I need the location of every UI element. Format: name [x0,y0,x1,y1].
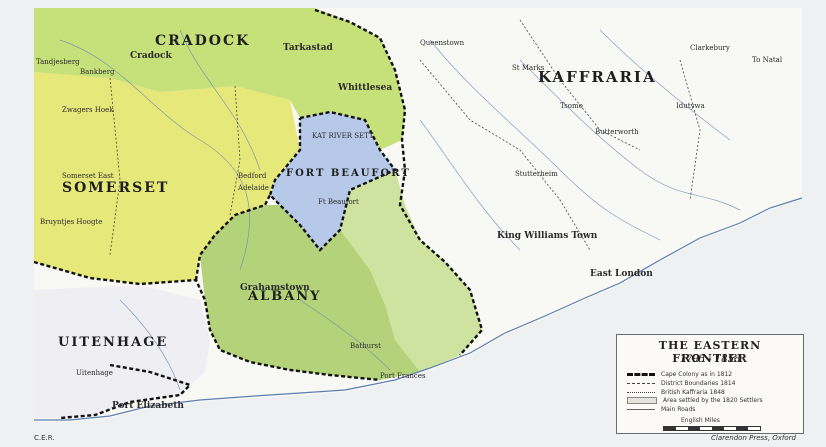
district-boundaries [109,19,701,256]
town-somerset-east: Somerset East [62,172,114,180]
legend-label: Area settled by the 1820 Settlers [663,397,763,404]
town-bedford: Bedford [238,172,267,180]
legend-label: Main Roads [661,406,696,413]
town-port-frances: Port Frances [380,372,426,380]
rivers [59,29,741,391]
town-queenstown: Queenstown [420,39,465,47]
town-cradock: Cradock [130,51,173,61]
town-king-williams-town: King Williams Town [497,231,598,241]
legend-label: British Kaffraria 1848 [661,389,725,396]
fort-beaufort-area [270,112,395,250]
region-label-uitenhage: UITENHAGE [58,335,168,350]
uitenhage-area [34,285,210,418]
settler-area [340,170,482,372]
town-bruyntjes-hoogte: Bruyntjes Hoogte [40,218,102,226]
legend-item-settlers: Area settled by the 1820 Settlers [627,397,763,404]
legend-symbol [627,392,655,393]
town-tsomo: Tsomo [560,102,583,110]
town-clarkebury: Clarkebury [690,44,730,52]
legend-item-cape-colony: Cape Colony as in 1812 [627,371,732,378]
town-tarkastad: Tarkastad [283,43,334,53]
town-st-marks: St Marks [512,64,545,72]
legend-item-district: District Boundaries 1814 [627,380,735,387]
town-east-london: East London [590,269,653,279]
region-label-kaffraria: KAFFRARIA [538,68,657,86]
legend-scale: English Miles [681,417,720,424]
scale-label: English Miles [681,417,720,424]
legend-symbol [627,409,655,410]
coastline [34,197,803,421]
town-port-elizabeth: Port Elizabeth [112,401,184,411]
footer-publisher: Clarendon Press, Oxford [710,434,796,442]
town-bathurst: Bathurst [350,342,381,350]
map-legend: THE EASTERN FRONTIER 1795 - 1858 Cape Co… [616,334,804,434]
town-idutywa: Idutywa [676,102,705,110]
legend-label: District Boundaries 1814 [661,380,736,387]
town-to-natal: To Natal [752,56,783,64]
town-whittlesea: Whittlesea [337,83,392,93]
footer-credit: C.E.R. [34,434,55,442]
region-label-albany: ALBANY [247,289,321,304]
legend-years: 1795 - 1858 [679,354,741,365]
town-kat-river: KAT RIVER SETT [312,132,374,140]
legend-symbol [627,373,655,376]
scale-bar [663,426,761,431]
town-bankberg: Bankberg [80,68,115,76]
legend-title: THE EASTERN FRONTIER [658,339,762,365]
town-tandjesberg: Tandjesberg [36,58,80,66]
region-label-cradock: CRADOCK [155,33,250,49]
town-ft-beaufort: Ft Beaufort [318,198,359,206]
legend-item-kaffraria: British Kaffraria 1848 [627,389,725,396]
town-uitenhage: Uitenhage [76,369,113,377]
town-adelaide: Adelaide [237,184,269,192]
cradock-area [34,8,405,150]
town-grahamstown: Grahamstown [240,283,310,293]
town-stutterheim: Stutterheim [515,170,558,178]
frontier-line [33,8,484,420]
legend-symbol [627,383,655,384]
town-zwagers-hoek: Zwagers Hoek [62,106,114,114]
legend-symbol [627,397,657,404]
region-label-somerset: SOMERSET [62,180,169,196]
town-butterworth: Butterworth [595,128,639,136]
somerset-area [34,72,300,284]
region-label-fort-beaufort: FORT BEAUFORT [286,168,411,179]
legend-label: Cape Colony as in 1812 [661,371,733,378]
legend-item-roads: Main Roads [627,406,695,413]
